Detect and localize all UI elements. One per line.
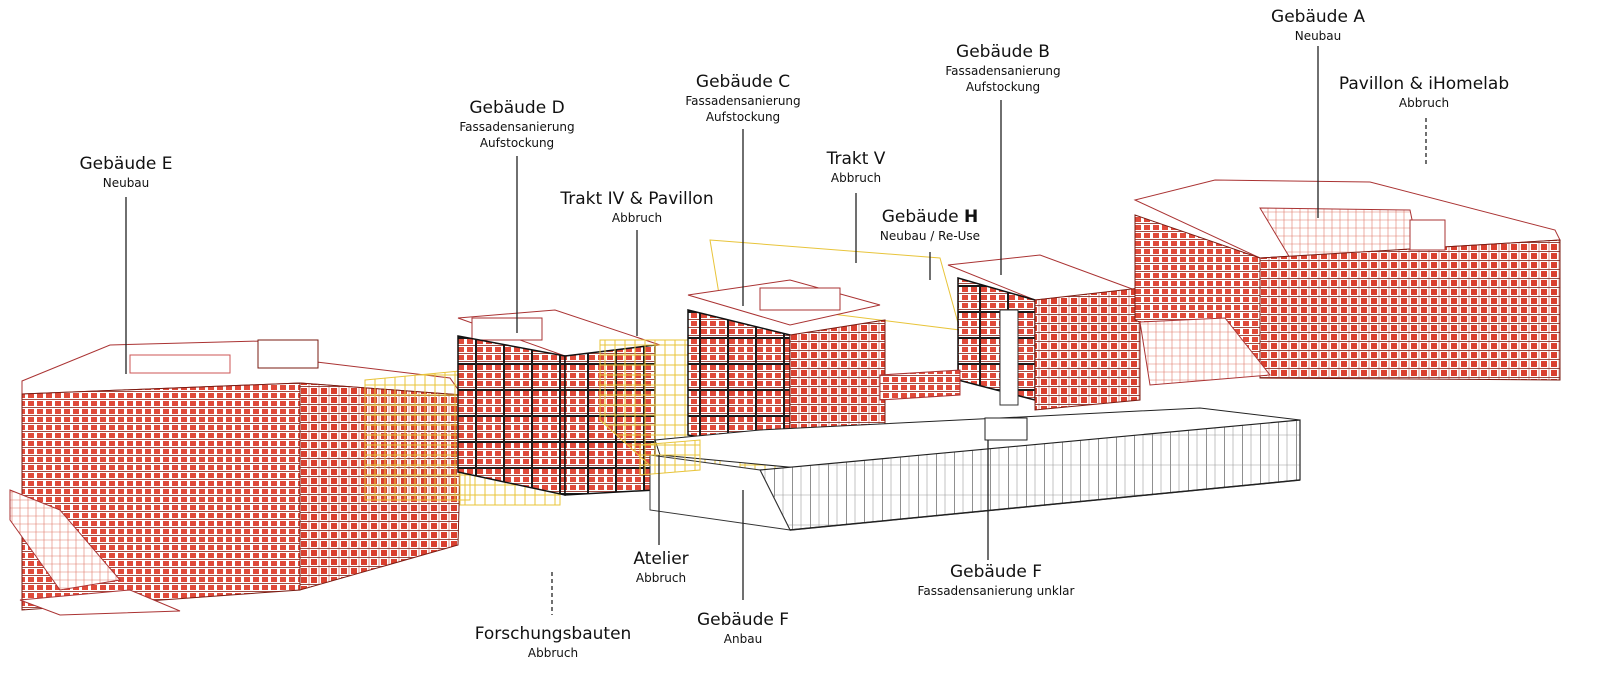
label-gebaeude-h-sub: Neubau / Re-Use: [879, 229, 981, 243]
label-gebaeude-a-sub: Neubau: [1294, 29, 1342, 43]
label-forschungsbauten: Forschungsbauten Abbruch: [475, 624, 632, 661]
label-gebaeude-f-title: Gebäude F: [949, 562, 1043, 582]
building-c-shape: [687, 279, 886, 456]
label-gebaeude-b: Gebäude B Fassadensanierung Aufstockung: [945, 42, 1060, 95]
label-gebaeude-f: Gebäude F Fassadensanierung unklar: [918, 562, 1075, 599]
label-trakt-v-title: Trakt V: [826, 149, 886, 169]
label-gebaeude-f-anbau-sub: Anbau: [723, 632, 763, 646]
label-gebaeude-h: Gebäude H Neubau / Re-Use: [880, 207, 980, 244]
label-pavillon-sub: Abbruch: [1398, 96, 1450, 110]
label-trakt-iv-pavillon: Trakt IV & Pavillon Abbruch: [560, 189, 713, 226]
label-gebaeude-a-title: Gebäude A: [1271, 7, 1365, 27]
building-b-shape: [947, 254, 1141, 411]
label-trakt-v-sub: Abbruch: [830, 171, 882, 185]
label-gebaeude-e-sub: Neubau: [102, 176, 150, 190]
label-atelier-title: Atelier: [633, 549, 689, 569]
label-forschungsbauten-sub: Abbruch: [527, 646, 579, 660]
label-trakt-iv-sub: Abbruch: [611, 211, 663, 225]
label-trakt-iv-title: Trakt IV & Pavillon: [560, 189, 714, 209]
label-gebaeude-b-sub2: Aufstockung: [965, 80, 1041, 94]
label-gebaeude-d: Gebäude D Fassadensanierung Aufstockung: [459, 98, 574, 151]
leader-lines: [125, 46, 1427, 615]
label-gebaeude-d-sub1: Fassadensanierung: [459, 120, 575, 134]
label-gebaeude-d-title: Gebäude D: [469, 98, 565, 118]
label-gebaeude-c: Gebäude C Fassadensanierung Aufstockung: [685, 72, 800, 125]
label-gebaeude-h-title-pre: Gebäude: [881, 207, 965, 227]
label-pavillon-ihomelab: Pavillon & iHomelab Abbruch: [1339, 74, 1509, 111]
label-pavillon-title: Pavillon & iHomelab: [1338, 74, 1510, 94]
label-forschungsbauten-title: Forschungsbauten: [474, 624, 632, 644]
label-gebaeude-b-sub1: Fassadensanierung: [945, 64, 1061, 78]
label-gebaeude-h-title-letter: H: [964, 207, 979, 227]
label-gebaeude-e-title: Gebäude E: [79, 154, 173, 174]
label-gebaeude-f-anbau: Gebäude F Anbau: [697, 610, 789, 647]
label-gebaeude-h-title: Gebäude H: [880, 207, 980, 228]
label-gebaeude-b-title: Gebäude B: [956, 42, 1050, 62]
label-gebaeude-f-sub: Fassadensanierung unklar: [917, 584, 1075, 598]
label-gebaeude-c-sub2: Aufstockung: [705, 110, 781, 124]
label-gebaeude-e: Gebäude E Neubau: [79, 154, 172, 191]
label-gebaeude-d-sub2: Aufstockung: [479, 136, 555, 150]
label-atelier-sub: Abbruch: [635, 571, 687, 585]
label-gebaeude-f-anbau-title: Gebäude F: [696, 610, 790, 630]
courtyard-connector: [879, 317, 1271, 401]
label-gebaeude-c-sub1: Fassadensanierung: [685, 94, 801, 108]
atelier-shape: [639, 439, 701, 476]
label-gebaeude-c-title: Gebäude C: [695, 72, 791, 92]
label-atelier: Atelier Abbruch: [633, 549, 688, 586]
label-gebaeude-a: Gebäude A Neubau: [1271, 7, 1365, 44]
label-trakt-v: Trakt V Abbruch: [827, 149, 886, 186]
